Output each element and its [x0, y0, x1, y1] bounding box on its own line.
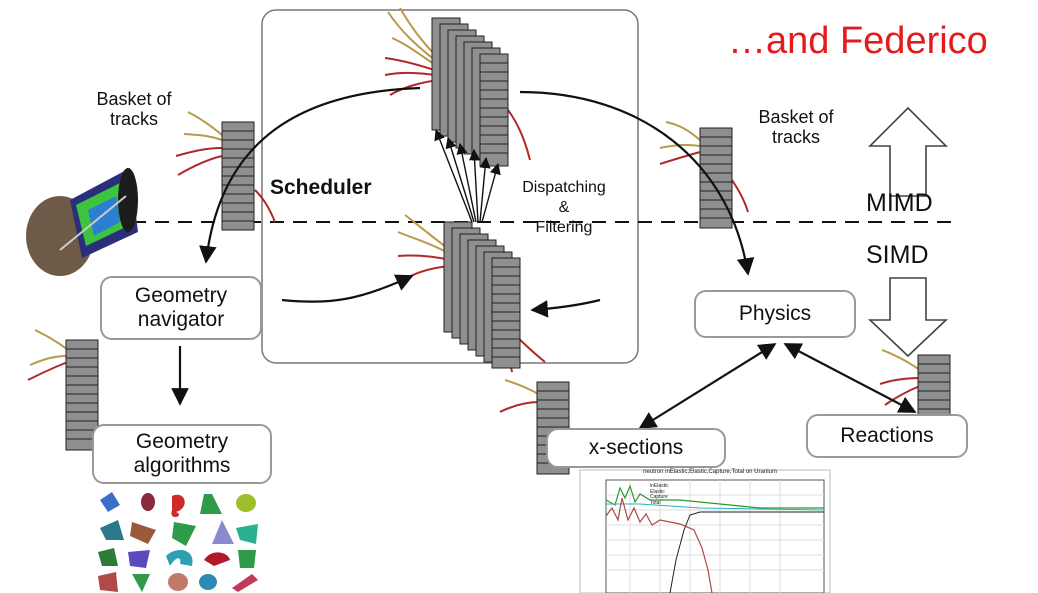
inset-legend-item: Total: [650, 499, 661, 506]
detector-illustration: [26, 168, 138, 276]
inset-series-total: [605, 484, 824, 509]
simd-label: SIMD: [866, 241, 929, 269]
geometry-algorithms-box: Geometry algorithms: [92, 424, 272, 484]
geometry-shapes: [98, 492, 258, 592]
arrow-physics-to-reactions: [783, 343, 917, 413]
inset-legend: inElastic Elastic Capture Total: [650, 483, 669, 506]
reactions-box: Reactions: [806, 414, 968, 458]
dispatch-arrows: [434, 128, 501, 223]
arrow-top-to-left-basket: [199, 86, 421, 264]
arrow-physics-to-scheduler: [530, 298, 601, 318]
stacked-baskets-bottom: [443, 221, 521, 369]
dispatch-label-line1: Dispatching: [522, 179, 606, 196]
basket-right: [699, 127, 733, 229]
geometry-navigator-line1: Geometry: [134, 283, 228, 307]
physics-box: Physics: [694, 290, 856, 338]
inset-series-elastic: [606, 503, 825, 511]
dispatch-label-line2: &: [558, 199, 570, 216]
track-fan-right-basket: [659, 121, 749, 213]
xsection-inset-plot: [579, 469, 831, 593]
arrow-top-to-right-basket: [519, 90, 755, 276]
inset-plot-title: neutron inElastic,Elastic,Capture,Total …: [643, 469, 777, 475]
scheduler-label: Scheduler: [270, 176, 372, 199]
dispatch-label: Dispatching & Filtering: [508, 178, 620, 238]
inset-legend-item: inElastic: [650, 483, 669, 489]
stacked-baskets-top: [431, 17, 509, 167]
inset-legend-item: Capture: [650, 494, 668, 500]
inset-plot-area: [605, 479, 825, 593]
track-fan-left-basket: [175, 111, 276, 223]
basket-left-label: Basket of tracks: [78, 89, 190, 130]
basket-left: [221, 121, 255, 231]
inset-legend-item: Elastic: [650, 488, 665, 495]
track-fan-xsections-basket: [499, 379, 541, 413]
basket-right-label: Basket of tracks: [740, 107, 852, 148]
slide-title: …and Federico: [728, 20, 988, 62]
flow-arrows: [171, 86, 917, 429]
geometry-algorithms-line1: Geometry: [135, 429, 229, 453]
basket-right-label-line2: tracks: [771, 126, 820, 147]
dispatch-label-line3: Filtering: [535, 219, 593, 236]
inset-series-capture: [605, 497, 713, 593]
basket-right-label-line1: Basket of: [758, 107, 834, 127]
mimd-up-arrow: [868, 106, 948, 197]
basket-left-label-line1: Basket of: [96, 89, 172, 109]
track-fan-geometry-basket: [27, 329, 69, 381]
mimd-label: MIMD: [866, 189, 933, 217]
geometry-navigator-box: Geometry navigator: [100, 276, 262, 340]
geometry-navigator-line2: navigator: [137, 308, 225, 331]
inset-series-inelastic: [669, 511, 824, 593]
scheduler-frame: [261, 9, 639, 364]
arrow-physics-to-xsections: [638, 343, 777, 429]
simd-down-arrow: [867, 277, 949, 358]
geometry-algorithms-line2: algorithms: [133, 454, 231, 477]
arrow-navigator-to-scheduler: [281, 274, 414, 303]
basket-left-label-line2: tracks: [109, 108, 158, 129]
x-sections-box: x-sections: [546, 428, 726, 468]
